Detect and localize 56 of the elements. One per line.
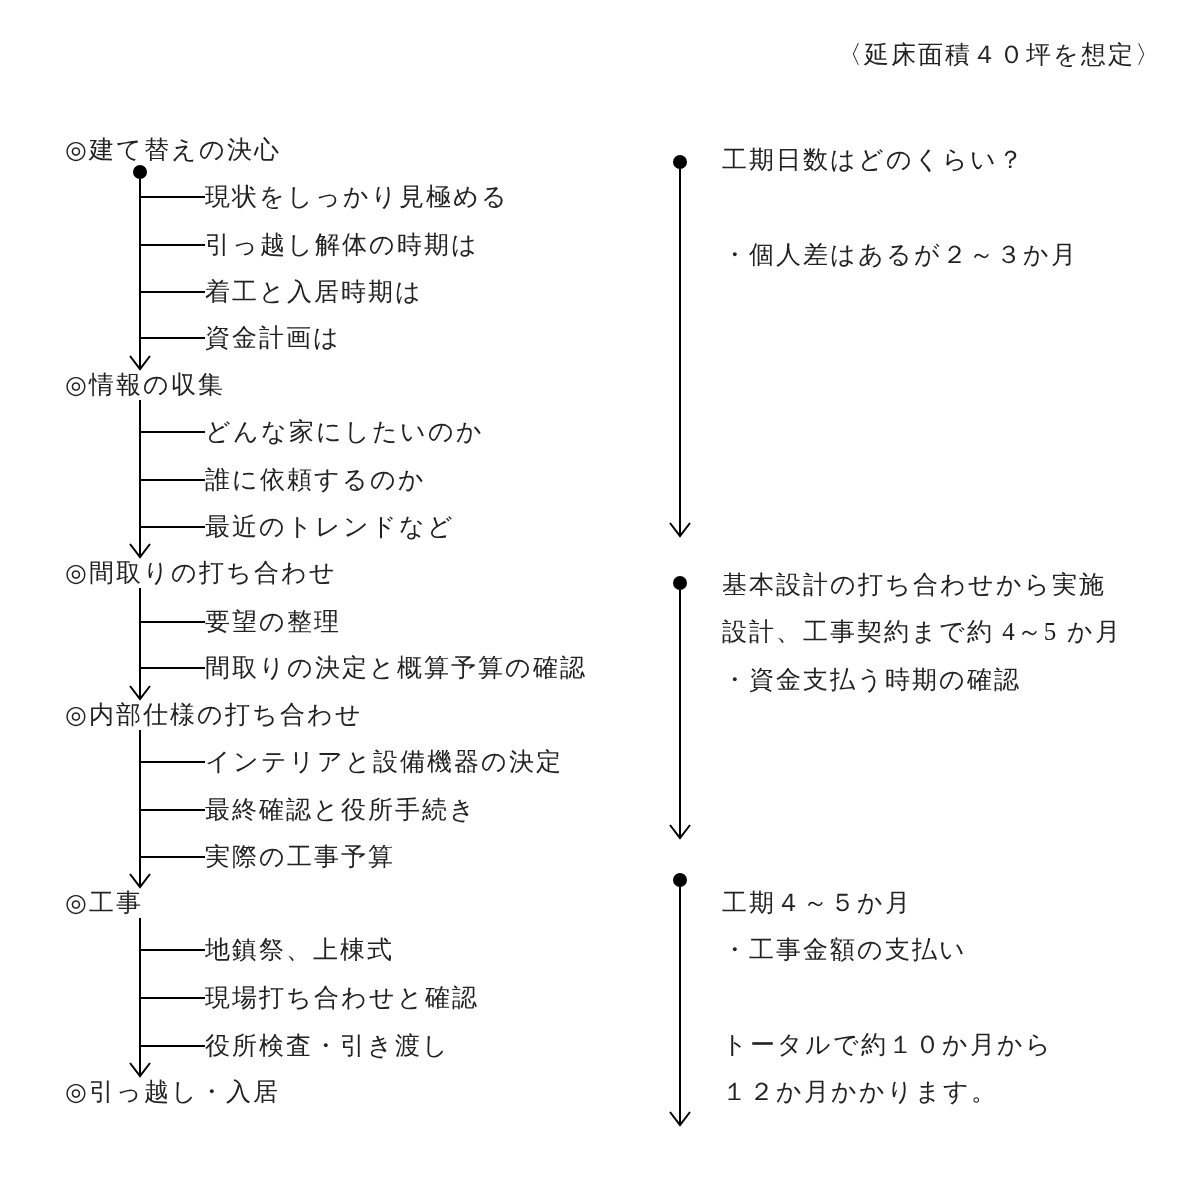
branch-line — [139, 997, 206, 999]
step-text: どんな家にしたいのか — [205, 417, 484, 447]
arrow — [129, 917, 151, 1077]
dot-icon — [673, 576, 687, 590]
arrow — [669, 886, 691, 1126]
arrow — [129, 399, 151, 558]
step-text: 地鎮祭、上棟式 — [205, 935, 394, 965]
note-text: 〈延床面積４０坪を想定〉 — [837, 40, 1162, 70]
step-text: 現状をしっかり見極める — [205, 182, 509, 212]
branch-line — [139, 196, 206, 198]
step-text: 資金計画は — [205, 323, 341, 353]
annotation-text: ・個人差はあるが２～３か月 — [722, 240, 1078, 270]
branch-line — [139, 431, 206, 433]
branch-line — [139, 949, 206, 951]
annotation-text: 工期４～５か月 — [722, 888, 912, 918]
branch-line — [139, 809, 206, 811]
branch-line — [139, 761, 206, 763]
branch-line — [139, 1045, 206, 1047]
step-text: 着工と入居時期は — [205, 277, 423, 307]
step-text: 実際の工事予算 — [205, 842, 395, 872]
stage-heading: ◎内部仕様の打ち合わせ — [65, 700, 363, 730]
step-text: 誰に依頼するのか — [205, 465, 426, 495]
stage-heading: ◎引っ越し・入居 — [65, 1077, 280, 1107]
summary-text: トータルで約１０か月から１２か月かかります。 — [722, 1030, 1054, 1107]
branch-line — [139, 621, 206, 623]
step-text: 要望の整理 — [205, 607, 341, 637]
arrow — [129, 178, 151, 370]
branch-line — [139, 337, 206, 339]
branch-line — [139, 479, 206, 481]
stage-heading: ◎工事 — [65, 888, 143, 918]
branch-line — [139, 526, 206, 528]
arrow — [129, 729, 151, 888]
arrow — [669, 589, 691, 839]
branch-line — [139, 856, 206, 858]
branch-line — [139, 244, 206, 246]
stage-heading: ◎建て替えの決心 — [65, 135, 281, 165]
step-text: 最近のトレンドなど — [205, 512, 455, 542]
annotation-text: ・資金支払う時期の確認 — [722, 665, 1021, 695]
step-text: 現場打ち合わせと確認 — [205, 983, 479, 1013]
annotation-text: 工期日数はどのくらい？ — [722, 145, 1025, 175]
arrow — [129, 587, 151, 700]
dot-icon — [133, 165, 147, 179]
step-text: 間取りの決定と概算予算の確認 — [205, 653, 587, 683]
step-text: インテリアと設備機器の決定 — [205, 747, 563, 777]
dot-icon — [673, 155, 687, 169]
dot-icon — [673, 873, 687, 887]
step-text: 最終確認と役所手続き — [205, 795, 477, 825]
annotation-text: 基本設計の打ち合わせから実施設計、工事契約まで約 4～5 か月 — [722, 570, 1123, 647]
branch-line — [139, 291, 206, 293]
step-text: 引っ越し解体の時期は — [205, 230, 479, 260]
stage-heading: ◎情報の収集 — [65, 370, 225, 400]
annotation-text: ・工事金額の支払い — [722, 935, 967, 965]
stage-heading: ◎間取りの打ち合わせ — [65, 558, 337, 588]
branch-line — [139, 667, 206, 669]
step-text: 役所検査・引き渡し — [205, 1031, 450, 1061]
arrow — [669, 168, 691, 537]
